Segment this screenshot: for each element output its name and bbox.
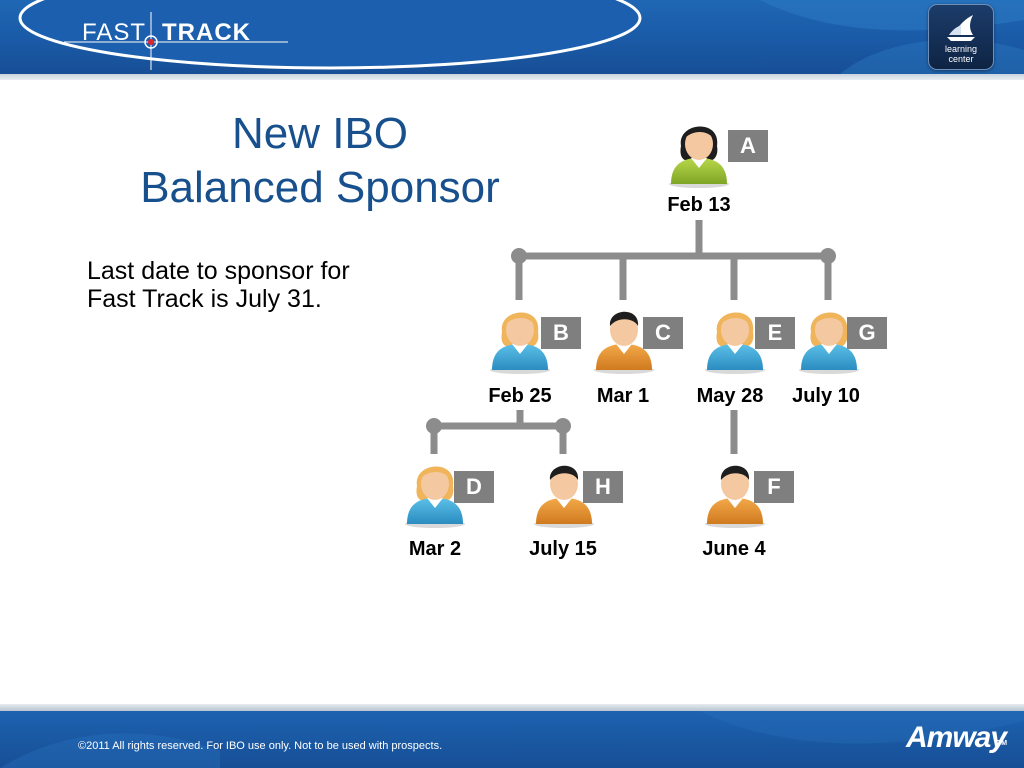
joint-b bbox=[511, 248, 527, 264]
logo-track-text: TRACK bbox=[162, 19, 251, 46]
copyright-text: ©2011 All rights reserved. For IBO use o… bbox=[78, 740, 443, 752]
joint-g bbox=[820, 248, 836, 264]
logo-fast-text: FAST bbox=[82, 19, 147, 46]
note-line-2: Fast Track is July 31. bbox=[87, 285, 322, 313]
badge-label: learning center bbox=[929, 44, 993, 64]
header-banner: FAST TRACK learning center bbox=[0, 0, 1024, 74]
person-icon bbox=[699, 452, 771, 528]
person-icon bbox=[528, 452, 600, 528]
node-letter-g: G bbox=[847, 317, 887, 349]
person-icon bbox=[588, 298, 660, 374]
joint-h bbox=[555, 418, 571, 434]
node-date-g: July 10 bbox=[792, 385, 860, 407]
node-letter-d: D bbox=[454, 471, 494, 503]
node-letter-b: B bbox=[541, 317, 581, 349]
joint-d bbox=[426, 418, 442, 434]
footer-divider bbox=[0, 704, 1024, 711]
person-icon bbox=[793, 298, 865, 374]
node-date-a: Feb 13 bbox=[667, 194, 731, 216]
learning-center-badge: learning center bbox=[928, 4, 994, 70]
node-date-c: Mar 1 bbox=[596, 385, 650, 407]
footer-banner: ©2011 All rights reserved. For IBO use o… bbox=[0, 711, 1024, 768]
slide-title: New IBO Balanced Sponsor bbox=[100, 107, 540, 215]
person-icon bbox=[699, 298, 771, 374]
fast-track-logo: FAST TRACK bbox=[0, 0, 640, 74]
node-letter-c: C bbox=[643, 317, 683, 349]
slide-title-line-2: Balanced Sponsor bbox=[140, 163, 500, 212]
node-date-h: July 15 bbox=[529, 538, 597, 560]
person-icon bbox=[399, 452, 471, 528]
node-letter-h: H bbox=[583, 471, 623, 503]
node-letter-a: A bbox=[728, 130, 768, 162]
sponsor-deadline-note: Last date to sponsor for Fast Track is J… bbox=[87, 257, 417, 313]
header-divider bbox=[0, 74, 1024, 80]
badge-line-2: center bbox=[948, 54, 974, 64]
node-date-e: May 28 bbox=[696, 385, 764, 407]
badge-line-1: learning bbox=[944, 44, 978, 54]
node-date-f: June 4 bbox=[702, 538, 766, 560]
crosshair-icon bbox=[64, 12, 288, 70]
node-date-b: Feb 25 bbox=[488, 385, 552, 407]
footer-texture bbox=[0, 711, 1024, 768]
amway-trademark: TM bbox=[997, 740, 1008, 747]
ship-icon bbox=[947, 15, 975, 41]
slide-title-line-1: New IBO bbox=[231, 109, 409, 158]
node-date-d: Mar 2 bbox=[408, 538, 462, 560]
note-line-1: Last date to sponsor for bbox=[87, 257, 350, 285]
node-letter-f: F bbox=[754, 471, 794, 503]
node-letter-e: E bbox=[755, 317, 795, 349]
person-icon bbox=[663, 112, 735, 188]
person-icon bbox=[484, 298, 556, 374]
amway-logo: Amway bbox=[906, 721, 1007, 754]
